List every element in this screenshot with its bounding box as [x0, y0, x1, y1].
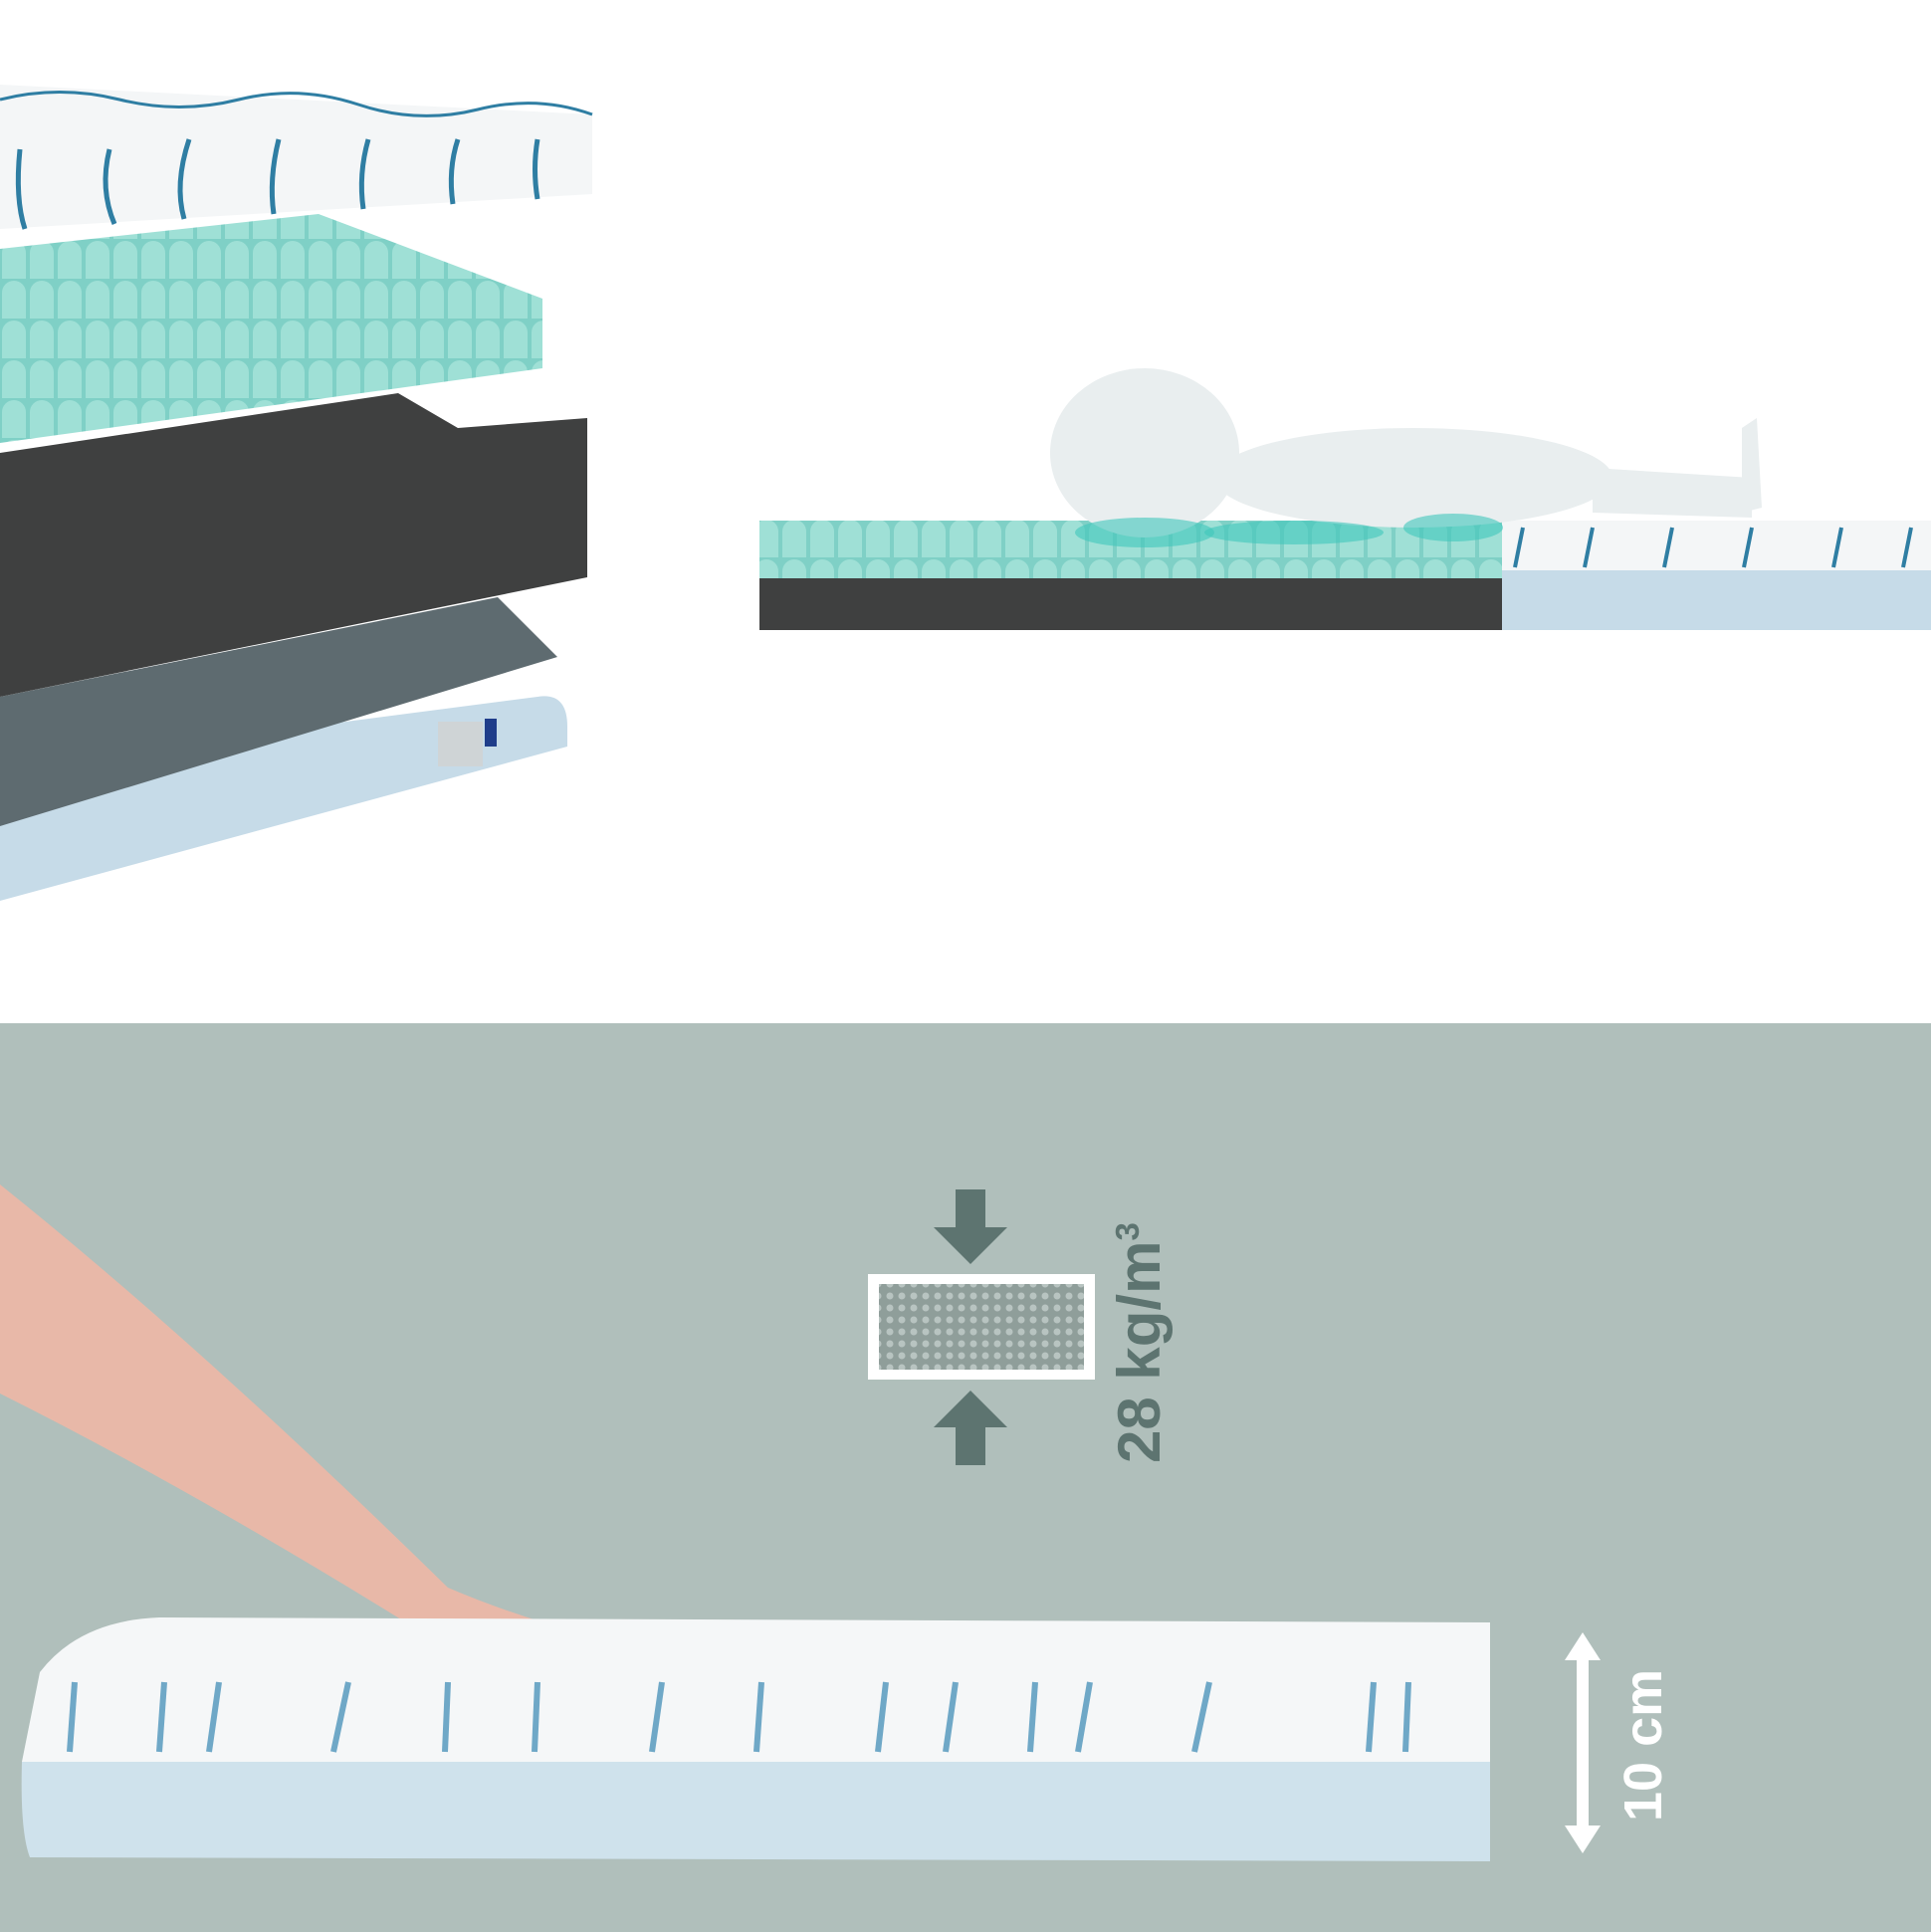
exploded-mattress-layers — [0, 85, 593, 901]
arrow-up-icon — [934, 1391, 1007, 1465]
mattress-cross-section — [759, 368, 1931, 630]
arrow-down-icon — [934, 1189, 1007, 1264]
density-superscript: 3 — [1109, 1222, 1146, 1241]
density-value: 28 kg/m — [1106, 1240, 1173, 1463]
height-arrow-icon — [1565, 1632, 1601, 1853]
hand-arm — [0, 1184, 747, 1664]
density-icon — [868, 1189, 1095, 1465]
mattress — [21, 1617, 1491, 1861]
density-label: 28 kg/m3 — [1105, 1222, 1174, 1463]
baby-figure — [1050, 368, 1762, 537]
label-tag — [438, 722, 483, 766]
height-label: 10 cm — [1613, 1668, 1673, 1822]
